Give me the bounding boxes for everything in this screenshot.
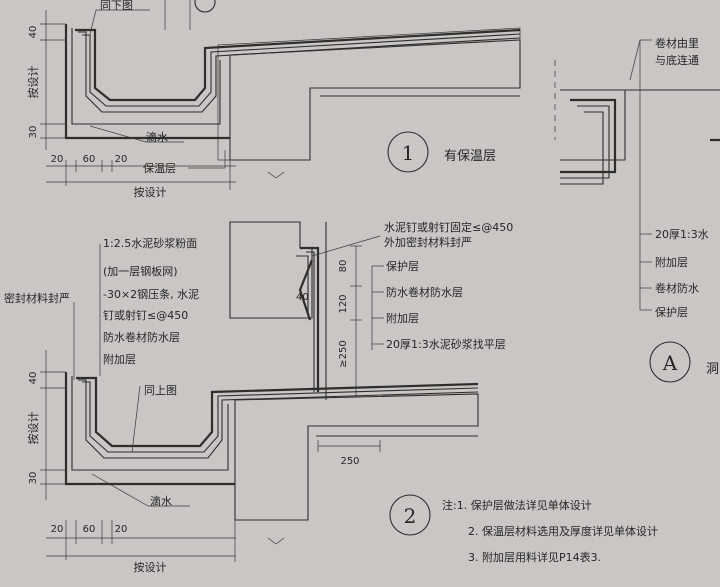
detail2-dim-b1: 20 [51,524,64,535]
detailA-label-waterproof: 卷材防水 [655,281,699,295]
detail1-bottom-dims: 20 60 20 按设计 [46,154,236,199]
detailA-number: A [662,351,678,375]
detail2-label-drip: 滴水 [150,494,172,508]
detail2-dim-left-bottom: 30 [28,472,39,485]
detailA-label-roll-1: 卷材由里 [655,36,699,50]
wall-dim-80: 80 [338,260,349,273]
detail2-dim-left-mid: 按设计 [26,412,40,445]
note-2: 2. 保温层材料选用及厚度详见单体设计 [468,524,658,538]
note-1: 注:1. 保护层做法详见单体设计 [442,498,592,512]
detailA-label-roll-2: 与底连通 [655,53,699,67]
wall-dim-120: 120 [338,294,349,313]
detail2-label-waterproof: 防水卷材防水层 [103,330,180,344]
detail2-gutter-layers [64,372,479,486]
wall-label-protect: 保护层 [386,259,419,273]
detailA-title-suffix: 洞 [706,362,719,377]
detail2-label-strip-2: 钉或射钉≤@450 [103,308,188,322]
detail1-insulation-band [217,27,521,161]
detail1-label-drip: 滴水 [146,130,168,144]
wall-dim-250-v: ≥250 [338,340,349,367]
detail2-label-strip-1: -30×2钢压条, 水泥 [103,287,199,301]
detail1-dim-b1: 20 [51,154,64,165]
notes: 注:1. 保护层做法详见单体设计 2. 保温层材料选用及厚度详见单体设计 3. … [442,498,658,564]
detail1-label-ref-top: 同下图 [100,0,133,12]
wall-label-waterproof: 防水卷材防水层 [386,285,463,299]
detail1-slab [229,39,521,161]
detail2-label-mortar-2: (加一层钢板网) [103,264,178,278]
wall-detail: 80 120 40 ≥250 水泥钉或射钉固定≤@450 外加密封材料封严 保护… [229,220,513,400]
detail1-number-circle [387,131,429,173]
wall-label-nail-1: 水泥钉或射钉固定≤@450 [384,220,513,234]
detailA-label-protect: 保护层 [655,305,688,319]
detail2-label-seal: 密封材料封严 [4,291,70,305]
detail1-dim-b3: 20 [115,154,128,165]
detail2-dim-b2: 60 [83,524,96,535]
note-3: 3. 附加层用料详见P14表3. [468,550,601,564]
detailA-number-circle [649,341,691,383]
detail1-label-insulation: 保温层 [143,161,176,175]
detail1-left-dims: 40 按设计 30 [26,10,66,150]
detail1-title: 有保温层 [444,149,496,164]
detail1-dim-b2: 60 [83,154,96,165]
detail1-dim-left-bottom: 30 [28,126,39,139]
detail2-number-circle [389,494,431,536]
wall-label-nail-2: 外加密封材料封严 [384,235,472,249]
detail2-left-dims: 40 按设计 30 [26,350,66,500]
detail-2: 250 40 按设计 30 20 60 20 按设计 1:2 [4,236,479,574]
detail2-number: 2 [404,504,417,528]
wall-label-additional: 附加层 [386,311,419,325]
wall-dim-40: 40 [296,292,309,303]
detail-A: 卷材由里 与底连通 20厚1:3水 附加层 卷材防水 保护层 A 洞 [554,36,720,383]
detail2-dim-total: 按设计 [134,560,167,574]
wall-label-screed: 20厚1:3水泥砂浆找平层 [386,337,506,351]
detailA-label-screed: 20厚1:3水 [655,228,709,241]
detail2-dim-b3: 20 [115,524,128,535]
detail2-label-ref-above: 同上图 [144,384,177,397]
wall-dim-250-h: 250 [340,456,359,467]
detail1-dim-left-mid: 按设计 [26,66,40,99]
detail1-dim-total: 按设计 [134,185,167,199]
detail1-number: 1 [402,141,415,165]
wall-hatch [229,221,313,319]
detail2-label-mortar-1: 1:2.5水泥砂浆粉面 [103,236,197,250]
detail2-dim-left-top: 40 [28,372,39,385]
detailA-label-additional: 附加层 [655,255,688,269]
detail-1: 40 按设计 30 20 60 20 按设计 同下图 滴水 保温层 [26,0,521,199]
detail2-label-additional: 附加层 [103,352,136,366]
detail1-dim-left-top: 40 [28,26,39,39]
detail2-bottom-dims: 20 60 20 按设计 [46,520,236,574]
